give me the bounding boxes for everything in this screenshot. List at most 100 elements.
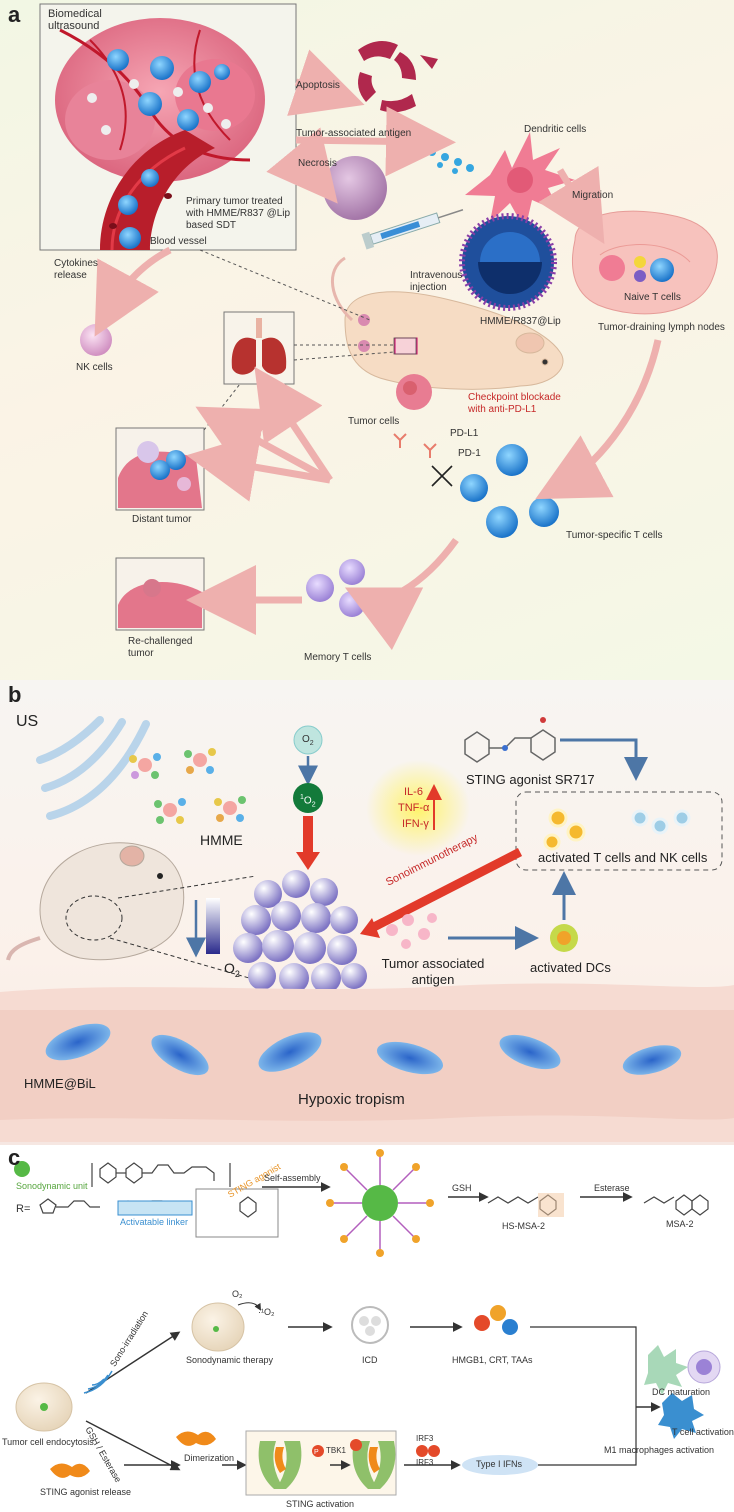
rechallenged-tumor-illustration — [118, 582, 202, 628]
label-r-eq: R= — [16, 1203, 31, 1215]
blockade-cross — [431, 465, 453, 487]
sting-protein-1 — [258, 1441, 302, 1489]
label-tumor-cells: Tumor cells — [348, 416, 400, 427]
label-irf3-top: IRF3 — [416, 1434, 434, 1443]
label-o2-gradient: O2 — [224, 960, 240, 979]
memory-t-cells — [306, 559, 365, 617]
mouse — [330, 256, 564, 390]
panel-c-letter: c — [8, 1145, 21, 1170]
label-hs-msa2: HS-MSA-2 — [502, 1221, 546, 1231]
antigen-dots-b — [386, 913, 437, 949]
cytokine-glow — [366, 760, 470, 856]
o2-gradient-bar — [206, 898, 220, 954]
dimerization-icon — [176, 1431, 216, 1446]
dc-maturation-icon — [644, 1345, 688, 1395]
panel-b: b US O2 1O2 HMME STING agonist SR717 IL-… — [0, 680, 734, 1145]
label-nk-cells: NK cells — [76, 362, 113, 373]
panel-a-letter: a — [8, 2, 21, 27]
polymer-structure — [91, 1162, 231, 1187]
hmgb1-molecules — [474, 1305, 518, 1335]
label-intravenous-injection: Intravenous injection — [410, 270, 463, 293]
label-tumor-draining-lymph-nodes: Tumor-draining lymph nodes — [598, 322, 725, 333]
sonoimmunotherapy-arrow — [369, 847, 523, 933]
label-msa2: MSA-2 — [666, 1219, 694, 1229]
label-tumor-cell-endocytosis: Tumor cell endocytosis — [2, 1437, 94, 1447]
sting-agonist-molecule — [464, 717, 556, 763]
label-apoptosis: Apoptosis — [296, 80, 340, 91]
label-necrosis: Necrosis — [298, 158, 337, 169]
panel-a-graphics — [39, 3, 718, 651]
label-o2: O2 — [302, 734, 314, 747]
label-checkpoint-blockade: Checkpoint blockade with anti-PD-L1 — [468, 392, 561, 415]
label-dc-maturation: DC maturation — [652, 1387, 711, 1397]
distant-tumor-illustration — [118, 441, 202, 508]
sting-agonist-box — [195, 1188, 279, 1238]
label-sonodynamic-unit: Sonodynamic unit — [16, 1181, 88, 1191]
primary-tumor-illustration — [55, 18, 265, 251]
label-liposome: HMME/R837@Lip — [480, 316, 561, 327]
bacteria — [45, 1023, 682, 1076]
label-rechallenged-tumor: Re-challenged tumor — [128, 636, 193, 659]
label-sting-agonist-sr717: STING agonist SR717 — [466, 772, 595, 787]
activated-dc — [550, 924, 578, 952]
flow-arrows — [94, 49, 662, 651]
singlet-o2-circle — [293, 783, 323, 813]
label-hmme: HMME — [200, 832, 243, 848]
label-sting-release: STING agonist release — [40, 1487, 132, 1497]
nk-cell — [80, 324, 112, 356]
msa2-structure — [643, 1194, 709, 1216]
panel-b-letter: b — [8, 682, 22, 707]
label-activated-t-nk: activated T cells and NK cells — [538, 850, 708, 865]
lungs — [231, 318, 287, 375]
label-distant-tumor: Distant tumor — [132, 514, 192, 525]
label-sting-activation: STING activation — [286, 1499, 355, 1509]
label-gsh: GSH — [452, 1183, 472, 1193]
type1-ifns-pill — [462, 1455, 538, 1475]
ultrasound-waves — [36, 716, 150, 820]
label-sonodynamic-therapy: Sonodynamic therapy — [186, 1355, 274, 1365]
label-o2-c: O₂ — [232, 1289, 243, 1299]
o2-circle — [293, 725, 323, 755]
label-activatable-linker: Activatable linker — [120, 1217, 189, 1227]
label-t-cell-activation: T cell activation — [672, 1427, 734, 1437]
label-dimerization: Dimerization — [184, 1453, 235, 1463]
label-il6: IL-6 — [404, 786, 423, 798]
label-tbk1: TBK1 — [326, 1446, 347, 1455]
sting-agonist-release-icon — [50, 1463, 90, 1478]
blood-vessel-band — [0, 983, 734, 1142]
label-self-assembly: Self-assembly — [264, 1173, 321, 1183]
label-hmme-bil: HMME@BiL — [24, 1076, 96, 1091]
label-hmgb1: HMGB1, CRT, TAAs — [452, 1355, 533, 1365]
antigen-dots — [428, 148, 474, 174]
label-us: US — [16, 713, 39, 730]
sono-waves-icon — [83, 1370, 113, 1394]
label-singlet-o2-c: ·¹O₂ — [258, 1307, 275, 1317]
mouse-b — [6, 842, 185, 961]
label-type1-ifns: Type I IFNs — [476, 1459, 523, 1469]
hmme-molecules — [129, 748, 246, 824]
macrophage-icon — [658, 1393, 704, 1439]
apoptosis-fragments — [358, 41, 438, 113]
label-memory-t-cells: Memory T cells — [304, 652, 372, 663]
label-cytokines-release: Cytokines release — [54, 258, 98, 281]
label-tumor-associated-antigen: Tumor-associated antigen — [296, 128, 412, 139]
label-pd-l1: PD-L1 — [450, 428, 479, 439]
tbk1-p-circle — [312, 1445, 324, 1457]
icd-cell — [351, 1306, 389, 1344]
label-activated-dcs: activated DCs — [530, 960, 611, 975]
label-hypoxic-tropism: Hypoxic tropism — [298, 1091, 405, 1108]
label-m1-activation: M1 macrophages activation — [604, 1445, 715, 1455]
label-icd: ICD — [362, 1355, 378, 1365]
panel-b-graphics — [0, 716, 734, 1142]
liposome-hmme-r837 — [459, 213, 557, 311]
lymph-node — [571, 210, 718, 315]
panel-c-graphics — [14, 1149, 721, 1496]
sting-protein-2 — [350, 1439, 396, 1489]
label-blood-vessel: Blood vessel — [150, 236, 207, 247]
activatable-linker-box — [117, 1200, 193, 1216]
label-tumor-associated-antigen-b: Tumor associated antigen — [381, 956, 485, 987]
label-tumor-specific-t-cells: Tumor-specific T cells — [566, 530, 663, 541]
label-primary-tumor: Primary tumor treated with HMME/R837 @Li… — [186, 196, 291, 231]
tumor-mass — [233, 870, 367, 993]
label-migration: Migration — [572, 190, 614, 201]
